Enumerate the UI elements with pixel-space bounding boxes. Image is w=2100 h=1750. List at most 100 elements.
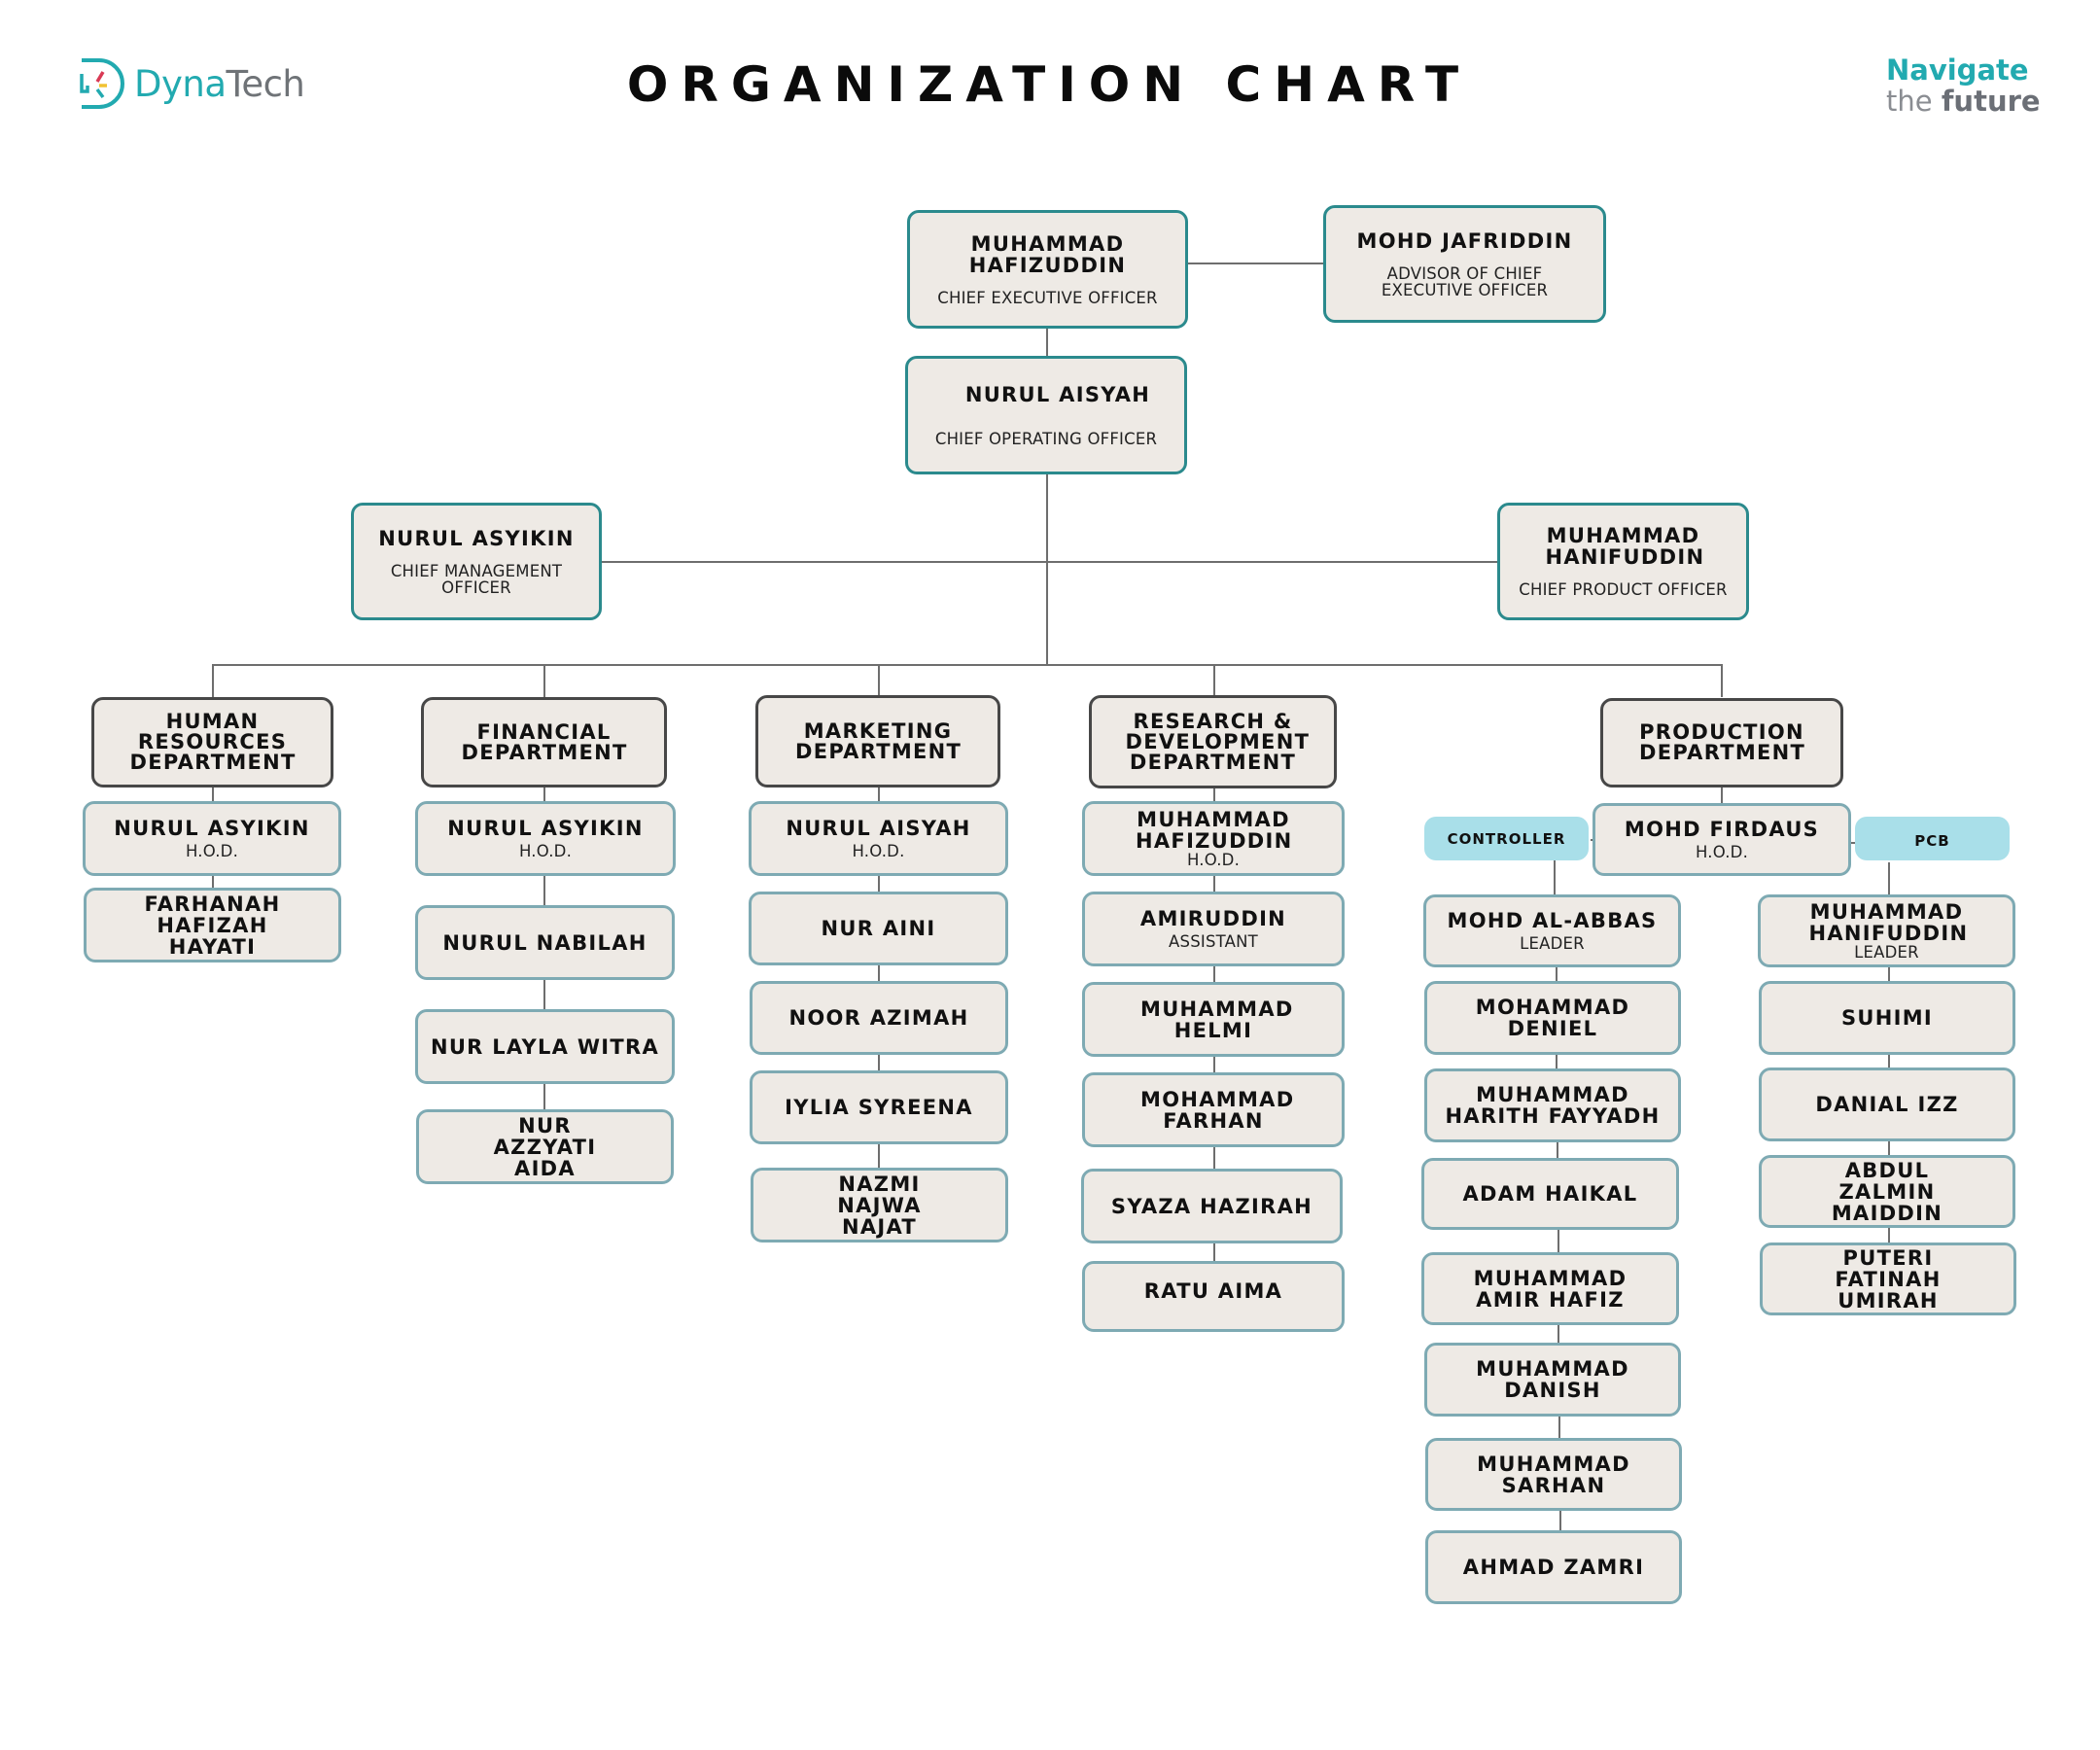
connector-fin-4 (543, 1084, 545, 1109)
team-label: PCB (1914, 831, 1950, 850)
member-name: MOHAMMAD DENIEL (1475, 996, 1630, 1040)
member-role: H.O.D. (1695, 843, 1749, 861)
member-mkt-1[interactable]: NUR AINI (749, 892, 1008, 965)
member-ctrl-2[interactable]: MUHAMMAD HARITH FAYYADH (1424, 1068, 1681, 1142)
member-name: NUR AZZYATI AIDA (493, 1113, 597, 1180)
member-name: SUHIMI (1840, 1006, 1934, 1030)
team-tag-controller[interactable]: CONTROLLER (1424, 817, 1589, 860)
member-role: H.O.D. (852, 842, 905, 860)
member-pcb-0[interactable]: MUHAMMAD HANIFUDDIN LEADER (1758, 894, 2015, 967)
dept-production[interactable]: PRODUCTION DEPARTMENT (1600, 698, 1843, 788)
logo-text-tech: Tech (226, 62, 305, 105)
node-name: NURUL ASYIKIN (378, 526, 575, 550)
connector-hr-1 (212, 788, 214, 801)
connector-rnd (1213, 664, 1215, 697)
tagline-the: the (1886, 85, 1933, 118)
page-title: ORGANIZATION CHART (0, 56, 2100, 113)
member-fin-0[interactable]: NURUL ASYIKIN H.O.D. (415, 801, 676, 876)
node-name: MUHAMMAD HAFIZUDDIN (968, 231, 1127, 277)
member-name: MUHAMMAD AMIR HAFIZ (1473, 1266, 1628, 1312)
connector-fin-1 (543, 788, 545, 801)
member-name: MUHAMMAD HAFIZUDDIN (1136, 808, 1293, 853)
node-ceo[interactable]: MUHAMMAD HAFIZUDDIN CHIEF EXECUTIVE OFFI… (907, 210, 1188, 329)
member-pcb-3[interactable]: ABDUL ZALMIN MAIDDIN (1759, 1155, 2015, 1228)
member-rnd-5[interactable]: RATU AIMA (1082, 1261, 1345, 1332)
connector-ctrl-7 (1558, 1417, 1560, 1438)
member-ctrl-4[interactable]: MUHAMMAD AMIR HAFIZ (1421, 1252, 1679, 1325)
member-hr-1[interactable]: FARHANAH HAFIZAH HAYATI (84, 888, 341, 962)
member-ctrl-1[interactable]: MOHAMMAD DENIEL (1424, 981, 1681, 1055)
dynatech-logo: DynaTech (78, 54, 305, 113)
member-rnd-2[interactable]: MUHAMMAD HELMI (1082, 982, 1345, 1057)
connector-ctrl-4 (1557, 1142, 1558, 1158)
connector-mkt-5 (878, 1144, 880, 1168)
member-role: H.O.D. (518, 842, 573, 860)
member-name: MUHAMMAD HELMI (1140, 997, 1294, 1042)
node-coo[interactable]: NURUL AISYAH CHIEF OPERATING OFFICER (905, 356, 1187, 474)
connector-prod (1721, 664, 1723, 697)
member-ctrl-0[interactable]: MOHD AL-ABBAS LEADER (1423, 894, 1681, 967)
node-role: CHIEF OPERATING OFFICER (934, 429, 1158, 448)
tagline-navigate: Navigate (1886, 53, 2029, 87)
member-fin-1[interactable]: NURUL NABILAH (415, 905, 675, 980)
member-fin-3[interactable]: NUR AZZYATI AIDA (416, 1109, 674, 1184)
member-rnd-3[interactable]: MOHAMMAD FARHAN (1082, 1072, 1345, 1147)
member-ctrl-5[interactable]: MUHAMMAD DANISH (1424, 1343, 1681, 1417)
member-name: NUR AINI (821, 917, 936, 940)
connector-pcb-2 (1888, 967, 1890, 981)
connector-pcb-3 (1888, 1055, 1890, 1068)
node-advisor[interactable]: MOHD JAFRIDDIN ADVISOR OF CHIEF EXECUTIV… (1323, 205, 1606, 323)
connector-ctrl-3 (1556, 1055, 1558, 1068)
member-mkt-0[interactable]: NURUL AISYAH H.O.D. (749, 801, 1008, 876)
dept-financial[interactable]: FINANCIAL DEPARTMENT (421, 697, 667, 788)
connector-pcb-4 (1888, 1141, 1890, 1155)
member-name: FARHANAH HAFIZAH HAYATI (144, 892, 281, 959)
connector-mkt-1 (878, 788, 880, 801)
member-name: MOHD AL-ABBAS (1447, 909, 1658, 932)
member-ctrl-7[interactable]: AHMAD ZAMRI (1425, 1530, 1682, 1604)
node-cmo[interactable]: NURUL ASYIKIN CHIEF MANAGEMENT OFFICER (351, 503, 602, 620)
dept-research-development[interactable]: RESEARCH & DEVELOPMENT DEPARTMENT (1089, 695, 1337, 788)
member-pcb-4[interactable]: PUTERI FATINAH UMIRAH (1760, 1242, 2016, 1315)
member-mkt-2[interactable]: NOOR AZIMAH (750, 981, 1008, 1055)
node-cpo[interactable]: MUHAMMAD HANIFUDDIN CHIEF PRODUCT OFFICE… (1497, 503, 1749, 620)
member-ctrl-3[interactable]: ADAM HAIKAL (1421, 1158, 1679, 1230)
dept-marketing[interactable]: MARKETING DEPARTMENT (755, 695, 1000, 788)
member-name: MOHD FIRDAUS (1624, 818, 1820, 841)
dept-name: HUMAN RESOURCES DEPARTMENT (129, 710, 297, 774)
member-name: NOOR AZIMAH (788, 1006, 969, 1030)
connector-ctrl-6 (1558, 1325, 1559, 1343)
member-pcb-2[interactable]: DANIAL IZZ (1759, 1068, 2015, 1141)
member-name: AHMAD ZAMRI (1462, 1556, 1645, 1579)
member-rnd-1[interactable]: AMIRUDDIN ASSISTANT (1082, 892, 1345, 966)
member-name: ABDUL ZALMIN MAIDDIN (1831, 1158, 1943, 1225)
member-name: DANIAL IZZ (1815, 1093, 1959, 1116)
node-name: MOHD JAFRIDDIN (1356, 228, 1573, 253)
connector-rnd-6 (1213, 1243, 1215, 1261)
connector-coo-trunk (1046, 474, 1048, 665)
member-rnd-0[interactable]: MUHAMMAD HAFIZUDDIN H.O.D. (1082, 801, 1345, 876)
member-name: IYLIA SYREENA (785, 1096, 973, 1119)
member-name: NUR LAYLA WITRA (430, 1034, 660, 1059)
member-rnd-4[interactable]: SYAZA HAZIRAH (1081, 1169, 1343, 1243)
node-name: NURUL AISYAH (964, 382, 1151, 406)
member-hr-0[interactable]: NURUL ASYIKIN H.O.D. (83, 801, 341, 876)
member-fin-2[interactable]: NUR LAYLA WITRA (415, 1009, 675, 1084)
connector-cmo-cpo (602, 561, 1497, 563)
member-prod-hod[interactable]: MOHD FIRDAUS H.O.D. (1592, 803, 1851, 876)
tagline: Navigate the future (1886, 54, 2041, 117)
member-name: RATU AIMA (1143, 1278, 1283, 1303)
member-mkt-3[interactable]: IYLIA SYREENA (750, 1070, 1008, 1144)
connector-ceo-coo (1046, 329, 1048, 356)
dynatech-logo-icon (78, 56, 126, 111)
dept-name: FINANCIAL DEPARTMENT (461, 719, 628, 764)
member-ctrl-6[interactable]: MUHAMMAD SARHAN (1425, 1438, 1682, 1511)
dept-name: PRODUCTION DEPARTMENT (1639, 720, 1806, 764)
node-role: CHIEF EXECUTIVE OFFICER (937, 288, 1158, 307)
dept-human-resources[interactable]: HUMAN RESOURCES DEPARTMENT (91, 697, 333, 788)
member-mkt-4[interactable]: NAZMI NAJWA NAJAT (751, 1168, 1008, 1242)
member-name: MUHAMMAD HANIFUDDIN (1808, 900, 1969, 945)
connector-fin (543, 664, 545, 697)
member-pcb-1[interactable]: SUHIMI (1759, 981, 2015, 1055)
team-tag-pcb[interactable]: PCB (1855, 817, 2010, 860)
